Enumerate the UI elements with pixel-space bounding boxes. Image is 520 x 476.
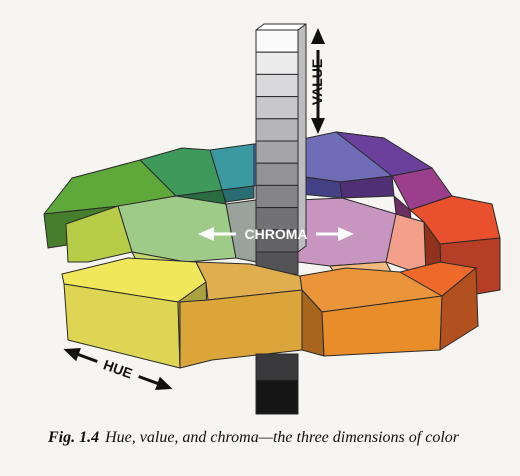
value-step-1 [255, 29, 299, 53]
chroma-arrow: CHROMA [198, 226, 354, 242]
chroma-label: CHROMA [245, 226, 308, 242]
chroma-steps [65, 195, 427, 293]
value-step-5 [255, 118, 299, 142]
hue-ring-front [61, 257, 479, 369]
caption-text: Hue, value, and chroma—the three dimensi… [105, 429, 459, 446]
value-step-low-1 [255, 353, 299, 381]
hue-label: HUE [101, 356, 134, 381]
value-label: VALUE [309, 59, 325, 105]
figure-number: Fig. 1.4 [48, 429, 100, 446]
value-step-8 [255, 184, 299, 209]
value-step-7 [255, 162, 299, 186]
hue-block-yellowgreen-top [65, 205, 133, 263]
value-step-low-2 [255, 379, 299, 415]
value-step-3 [255, 73, 299, 98]
value-arrow: VALUE [309, 28, 325, 134]
value-column-side [297, 23, 307, 253]
chroma-step-green [117, 195, 237, 263]
value-column-lower [255, 353, 299, 415]
value-step-6 [255, 140, 299, 164]
value-step-4 [255, 96, 299, 120]
hue-block-redorange-front [439, 267, 479, 351]
value-step-2 [255, 51, 299, 75]
figure-caption: Fig. 1.4 Hue, value, and chroma—the three… [48, 428, 488, 448]
